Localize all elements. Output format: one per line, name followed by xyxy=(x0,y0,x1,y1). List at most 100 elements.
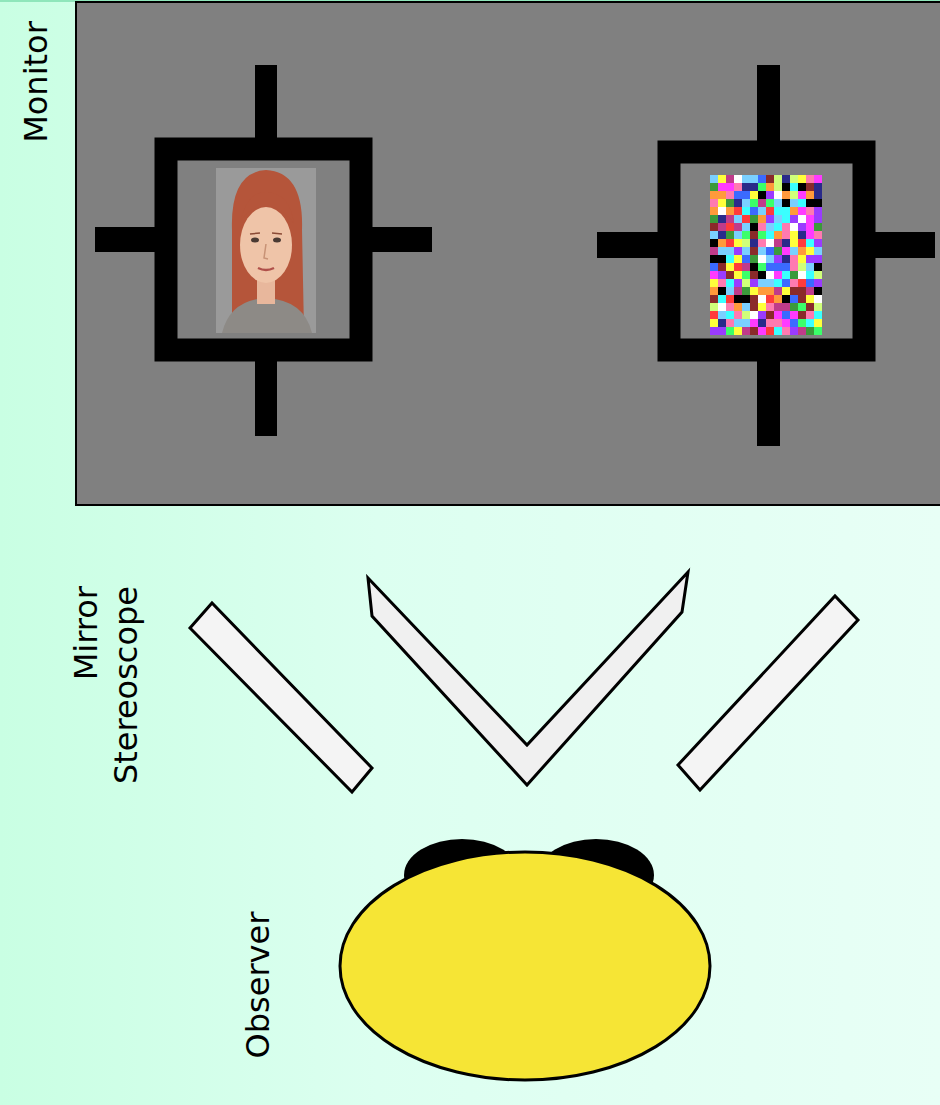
noise-cell xyxy=(782,263,790,271)
noise-cell xyxy=(718,255,726,263)
noise-cell xyxy=(710,239,718,247)
noise-cell xyxy=(710,199,718,207)
noise-cell xyxy=(726,247,734,255)
noise-cell xyxy=(782,191,790,199)
noise-cell xyxy=(798,199,806,207)
noise-cell xyxy=(774,247,782,255)
noise-cell xyxy=(758,231,766,239)
noise-cell xyxy=(774,239,782,247)
noise-cell xyxy=(814,311,822,319)
noise-cell xyxy=(766,247,774,255)
noise-cell xyxy=(806,231,814,239)
noise-cell xyxy=(806,183,814,191)
noise-cell xyxy=(774,191,782,199)
noise-cell xyxy=(806,207,814,215)
noise-cell xyxy=(806,239,814,247)
noise-cell xyxy=(726,271,734,279)
noise-cell xyxy=(758,247,766,255)
noise-cell xyxy=(734,271,742,279)
noise-cell xyxy=(742,191,750,199)
axis-label: Observer xyxy=(238,912,278,1059)
noise-cell xyxy=(782,207,790,215)
noise-cell xyxy=(798,207,806,215)
noise-cell xyxy=(774,175,782,183)
noise-cell xyxy=(758,327,766,335)
noise-cell xyxy=(726,239,734,247)
noise-cell xyxy=(718,247,726,255)
noise-cell xyxy=(758,223,766,231)
noise-cell xyxy=(806,279,814,287)
mirror xyxy=(678,596,858,790)
noise-cell xyxy=(742,311,750,319)
noise-cell xyxy=(718,287,726,295)
noise-cell xyxy=(742,223,750,231)
observer-head xyxy=(340,839,710,1080)
noise-cell xyxy=(758,303,766,311)
noise-cell xyxy=(806,223,814,231)
noise-cell xyxy=(734,287,742,295)
noise-cell xyxy=(758,263,766,271)
noise-cell xyxy=(782,183,790,191)
noise-cell xyxy=(718,303,726,311)
noise-cell xyxy=(806,319,814,327)
noise-cell xyxy=(734,223,742,231)
noise-cell xyxy=(766,311,774,319)
noise-cell xyxy=(774,287,782,295)
noise-cell xyxy=(734,303,742,311)
noise-cell xyxy=(710,231,718,239)
noise-cell xyxy=(806,303,814,311)
noise-cell xyxy=(790,327,798,335)
noise-cell xyxy=(726,311,734,319)
noise-cell xyxy=(750,231,758,239)
noise-cell xyxy=(790,319,798,327)
noise-cell xyxy=(782,271,790,279)
noise-cell xyxy=(766,215,774,223)
noise-cell xyxy=(798,271,806,279)
noise-cell xyxy=(710,263,718,271)
noise-cell xyxy=(718,199,726,207)
noise-cell xyxy=(734,215,742,223)
noise-cell xyxy=(782,295,790,303)
noise-cell xyxy=(758,175,766,183)
noise-cell xyxy=(798,327,806,335)
noise-cell xyxy=(774,215,782,223)
noise-cell xyxy=(774,255,782,263)
noise-cell xyxy=(726,263,734,271)
noise-cell xyxy=(798,175,806,183)
noise-cell xyxy=(798,239,806,247)
noise-cell xyxy=(806,263,814,271)
noise-cell xyxy=(766,207,774,215)
noise-cell xyxy=(782,239,790,247)
noise-cell xyxy=(710,319,718,327)
noise-cell xyxy=(806,287,814,295)
noise-cell xyxy=(726,215,734,223)
noise-cell xyxy=(726,287,734,295)
noise-cell xyxy=(814,191,822,199)
noise-cell xyxy=(726,327,734,335)
noise-cell xyxy=(798,263,806,271)
noise-cell xyxy=(814,319,822,327)
noise-cell xyxy=(734,311,742,319)
noise-cell xyxy=(726,231,734,239)
noise-cell xyxy=(798,255,806,263)
noise-cell xyxy=(766,255,774,263)
noise-cell xyxy=(734,239,742,247)
noise-cell xyxy=(782,231,790,239)
noise-cell xyxy=(750,319,758,327)
noise-cell xyxy=(814,271,822,279)
noise-cell xyxy=(806,215,814,223)
noise-cell xyxy=(734,327,742,335)
noise-cell xyxy=(814,279,822,287)
noise-cell xyxy=(750,295,758,303)
noise-cell xyxy=(734,319,742,327)
noise-cell xyxy=(806,199,814,207)
noise-cell xyxy=(758,295,766,303)
noise-cell xyxy=(750,279,758,287)
noise-cell xyxy=(766,319,774,327)
mirror xyxy=(190,603,372,792)
noise-cell xyxy=(718,175,726,183)
noise-cell xyxy=(798,303,806,311)
noise-cell xyxy=(742,175,750,183)
noise-cell xyxy=(790,183,798,191)
